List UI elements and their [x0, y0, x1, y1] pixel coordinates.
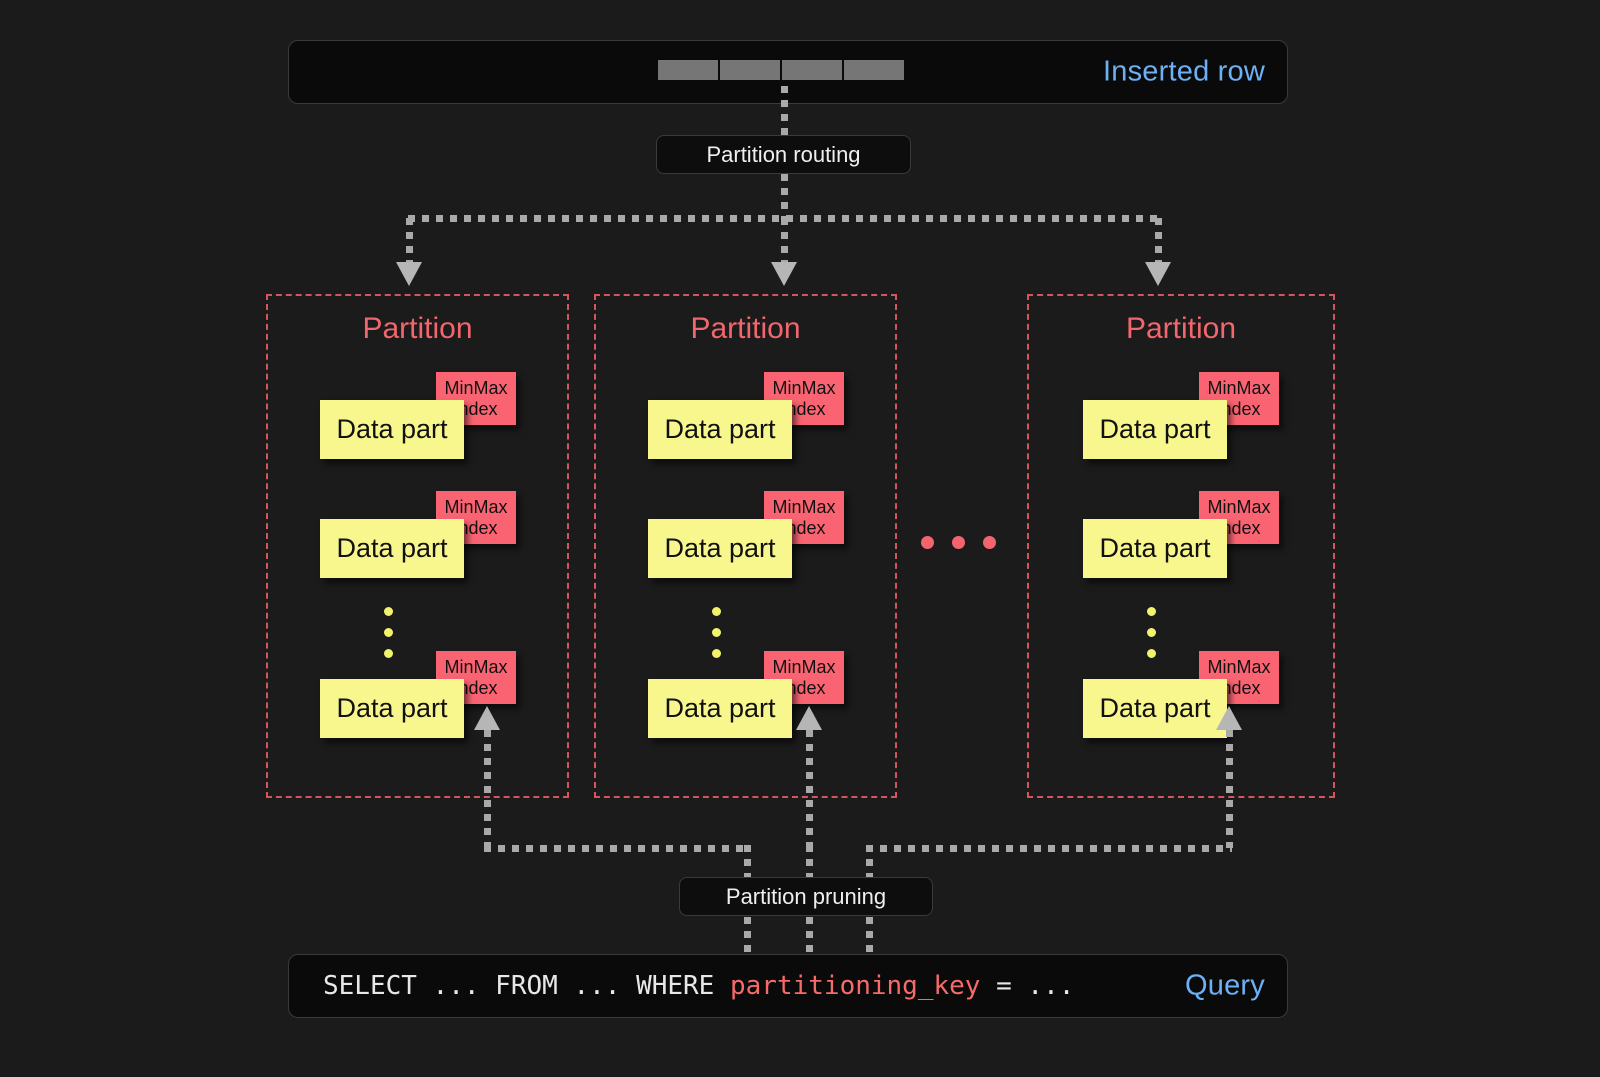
minmax-index-line1: MinMax — [772, 656, 836, 677]
row-cell — [844, 60, 904, 80]
ellipsis-dot — [952, 536, 965, 549]
minmax-index-line1: MinMax — [444, 656, 508, 677]
connector-pruning-bus-right — [866, 845, 1232, 852]
arrow-into-partition-1 — [396, 262, 422, 286]
connector-pruning-to-query-right — [866, 917, 873, 955]
minmax-index-box: MinMax index — [436, 491, 516, 544]
minmax-index-box: MinMax index — [764, 491, 844, 544]
row-cell — [720, 60, 780, 80]
minmax-index-line2: index — [1217, 398, 1261, 419]
row-cell — [658, 60, 718, 80]
query-prefix: SELECT ... FROM ... WHERE — [323, 971, 730, 1001]
data-part-box: Data part — [1083, 679, 1227, 738]
minmax-index-line2: index — [454, 398, 498, 419]
connector-bus-to-pruning-left — [744, 845, 751, 879]
ellipsis-dot — [983, 536, 996, 549]
partition-title: Partition — [690, 312, 801, 345]
connector-bus-to-pruning-right — [866, 845, 873, 879]
partitions-ellipsis — [921, 536, 996, 549]
data-parts-ellipsis — [1147, 607, 1156, 658]
inserted-row-bar: Inserted row — [288, 40, 1288, 104]
minmax-index-line2: index — [454, 517, 498, 538]
ellipsis-dot — [712, 649, 721, 658]
ellipsis-dot — [921, 536, 934, 549]
ellipsis-dot — [1147, 607, 1156, 616]
inserted-row-cells — [658, 60, 904, 80]
minmax-index-line2: index — [782, 517, 826, 538]
ellipsis-dot — [1147, 628, 1156, 637]
connector-pruning-bus-left — [484, 845, 749, 852]
partition-title: Partition — [362, 312, 473, 345]
minmax-index-box: MinMax index — [1199, 651, 1279, 704]
partition-routing-label: Partition routing — [706, 141, 861, 167]
connector-pruning-to-query-left — [744, 917, 751, 955]
query-bar: SELECT ... FROM ... WHERE partitioning_k… — [288, 954, 1288, 1018]
partition-routing-box: Partition routing — [656, 135, 911, 174]
minmax-index-line2: index — [1217, 677, 1261, 698]
minmax-index-line2: index — [454, 677, 498, 698]
data-part-box: Data part — [648, 679, 792, 738]
minmax-index-line1: MinMax — [444, 496, 508, 517]
connector-row-to-routing — [781, 86, 788, 136]
ellipsis-dot — [384, 628, 393, 637]
arrow-into-partition-3-pruning — [1216, 706, 1242, 730]
partition-2: Partition MinMax index Data part MinMax … — [594, 294, 897, 798]
query-text: SELECT ... FROM ... WHERE partitioning_k… — [323, 971, 1074, 1001]
minmax-index-line2: index — [782, 398, 826, 419]
arrow-into-partition-2 — [771, 262, 797, 286]
connector-pruning-to-query-center — [806, 917, 813, 955]
minmax-index-line1: MinMax — [444, 377, 508, 398]
data-part-box: Data part — [648, 400, 792, 459]
minmax-index-line1: MinMax — [1207, 496, 1271, 517]
data-part-box: Data part — [320, 679, 464, 738]
data-part-box: Data part — [648, 519, 792, 578]
data-parts-ellipsis — [712, 607, 721, 658]
row-cell — [782, 60, 842, 80]
query-suffix: = ... — [980, 971, 1075, 1001]
ellipsis-dot — [1147, 649, 1156, 658]
ellipsis-dot — [712, 628, 721, 637]
data-part-box: Data part — [320, 519, 464, 578]
partition-3: Partition MinMax index Data part MinMax … — [1027, 294, 1335, 798]
partition-pruning-label: Partition pruning — [725, 883, 887, 909]
data-part-box: Data part — [320, 400, 464, 459]
ellipsis-dot — [384, 649, 393, 658]
connector-routing-to-bus — [781, 174, 788, 218]
partition-title: Partition — [1125, 312, 1237, 345]
inserted-row-label: Inserted row — [1103, 55, 1265, 88]
connector-bus-to-partition-1 — [406, 218, 413, 266]
connector-pruning-riser-2 — [806, 730, 813, 848]
partition-pruning-box: Partition pruning — [679, 877, 933, 916]
partition-1: Partition MinMax index Data part MinMax … — [266, 294, 569, 798]
minmax-index-line2: index — [1217, 517, 1261, 538]
minmax-index-line1: MinMax — [1207, 656, 1271, 677]
connector-pruning-riser-1 — [484, 730, 491, 848]
connector-pruning-riser-3 — [1226, 730, 1233, 848]
ellipsis-dot — [384, 607, 393, 616]
query-keyword: partitioning_key — [730, 971, 981, 1001]
connector-bus-to-partition-3 — [1155, 218, 1162, 266]
data-parts-ellipsis — [384, 607, 393, 658]
data-part-box: Data part — [1083, 400, 1227, 459]
minmax-index-line1: MinMax — [1207, 377, 1271, 398]
arrow-into-partition-3 — [1145, 262, 1171, 286]
minmax-index-line1: MinMax — [772, 496, 836, 517]
minmax-index-line2: index — [782, 677, 826, 698]
ellipsis-dot — [712, 607, 721, 616]
minmax-index-line1: MinMax — [772, 377, 836, 398]
connector-bus-to-partition-2 — [781, 218, 788, 266]
query-label: Query — [1185, 969, 1265, 1002]
connector-bus-to-pruning-center — [806, 845, 813, 879]
arrow-into-partition-2-pruning — [796, 706, 822, 730]
arrow-into-partition-1-pruning — [474, 706, 500, 730]
data-part-box: Data part — [1083, 519, 1227, 578]
